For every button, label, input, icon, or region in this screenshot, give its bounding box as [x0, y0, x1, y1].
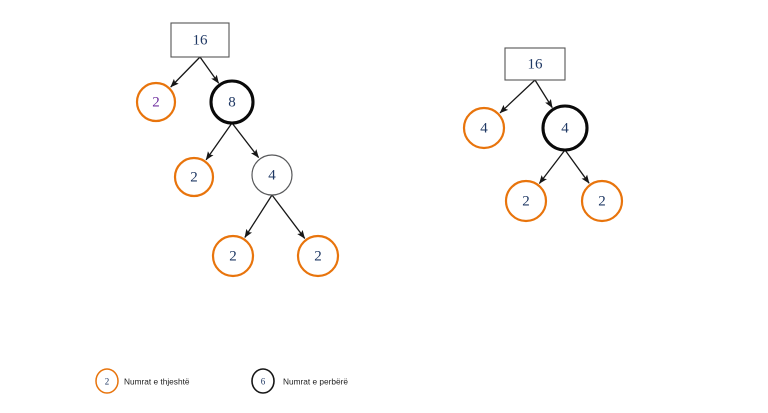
- node-circle-shape-prime: [211, 234, 255, 278]
- legend-item-composite: 6 Numrat e perbërë: [251, 368, 348, 394]
- node-value-label: 2: [314, 249, 322, 265]
- node-circle-shape-composite-bold: [209, 79, 255, 125]
- tree-node-R-n4b[interactable]: 4: [541, 104, 589, 152]
- node-value-label: 2: [152, 95, 160, 111]
- node-value-label: 16: [528, 57, 544, 73]
- tree-node-L-root[interactable]: 16: [170, 22, 230, 58]
- legend-item-prime: 2 Numrat e thjeshtë: [95, 368, 190, 394]
- node-value-label: 2: [522, 194, 530, 210]
- node-box-shape: [504, 47, 566, 81]
- tree-node-L-n8[interactable]: 8: [209, 79, 255, 125]
- node-value-label: 4: [268, 168, 276, 184]
- node-circle-shape-prime: [173, 156, 215, 198]
- legend-circle-icon-prime: [95, 368, 119, 394]
- tree-node-R-n2b[interactable]: 2: [580, 179, 624, 223]
- node-value-label: 4: [561, 121, 569, 137]
- legend-symbol: 2: [105, 377, 110, 387]
- node-box-shape: [170, 22, 230, 58]
- tree-node-L-n2c[interactable]: 2: [211, 234, 255, 278]
- tree-edge-L-n8-to-L-n2b: [205, 122, 233, 161]
- node-circle-shape-prime: [462, 106, 506, 150]
- legend-layer: 2 Numrat e thjeshtë 6 Numrat e perbërë: [95, 368, 348, 394]
- node-circle-shape-prime: [135, 81, 177, 123]
- legend-label: Numrat e thjeshtë: [124, 377, 190, 387]
- node-value-label: 2: [598, 194, 606, 210]
- node-circle-shape-prime: [296, 234, 340, 278]
- tree-node-L-n2d[interactable]: 2: [296, 234, 340, 278]
- node-value-label: 2: [229, 249, 237, 265]
- tree-edge-L-n8-to-L-n4: [231, 122, 260, 158]
- tree-edge-R-n4b-to-R-n2a: [538, 149, 566, 184]
- tree-edge-L-root-to-L-n2a: [170, 56, 201, 88]
- tree-edge-L-n4-to-L-n2d: [271, 194, 306, 239]
- tree-edge-R-n4b-to-R-n2b: [564, 149, 590, 184]
- node-value-label: 2: [190, 170, 198, 186]
- tree-edge-R-root-to-R-n4b: [534, 79, 553, 109]
- tree-node-L-n2a[interactable]: 2: [135, 81, 177, 123]
- tree-node-R-n4a[interactable]: 4: [462, 106, 506, 150]
- node-circle-shape-composite-thin: [251, 154, 293, 196]
- tree-edge-L-n4-to-L-n2c: [244, 194, 273, 238]
- tree-node-R-root[interactable]: 16: [504, 47, 566, 81]
- tree-node-L-n4[interactable]: 4: [251, 154, 293, 196]
- node-circle-shape-prime: [580, 179, 624, 223]
- legend-label: Numrat e perbërë: [283, 377, 348, 387]
- edges-layer: [170, 56, 590, 239]
- legend-symbol: 6: [261, 377, 266, 387]
- node-value-label: 16: [193, 33, 209, 49]
- node-circle-shape-prime: [504, 179, 548, 223]
- node-value-label: 4: [480, 121, 488, 137]
- node-circle-shape-composite-bold: [541, 104, 589, 152]
- nodes-layer: 16 2 8 2 4 2 2 16 4 4 2 2: [135, 22, 624, 278]
- tree-edge-R-root-to-R-n4a: [499, 79, 536, 114]
- tree-node-L-n2b[interactable]: 2: [173, 156, 215, 198]
- tree-edge-L-root-to-L-n8: [199, 56, 220, 84]
- legend-circle-icon-composite: [251, 368, 275, 394]
- node-value-label: 8: [228, 95, 236, 111]
- tree-node-R-n2a[interactable]: 2: [504, 179, 548, 223]
